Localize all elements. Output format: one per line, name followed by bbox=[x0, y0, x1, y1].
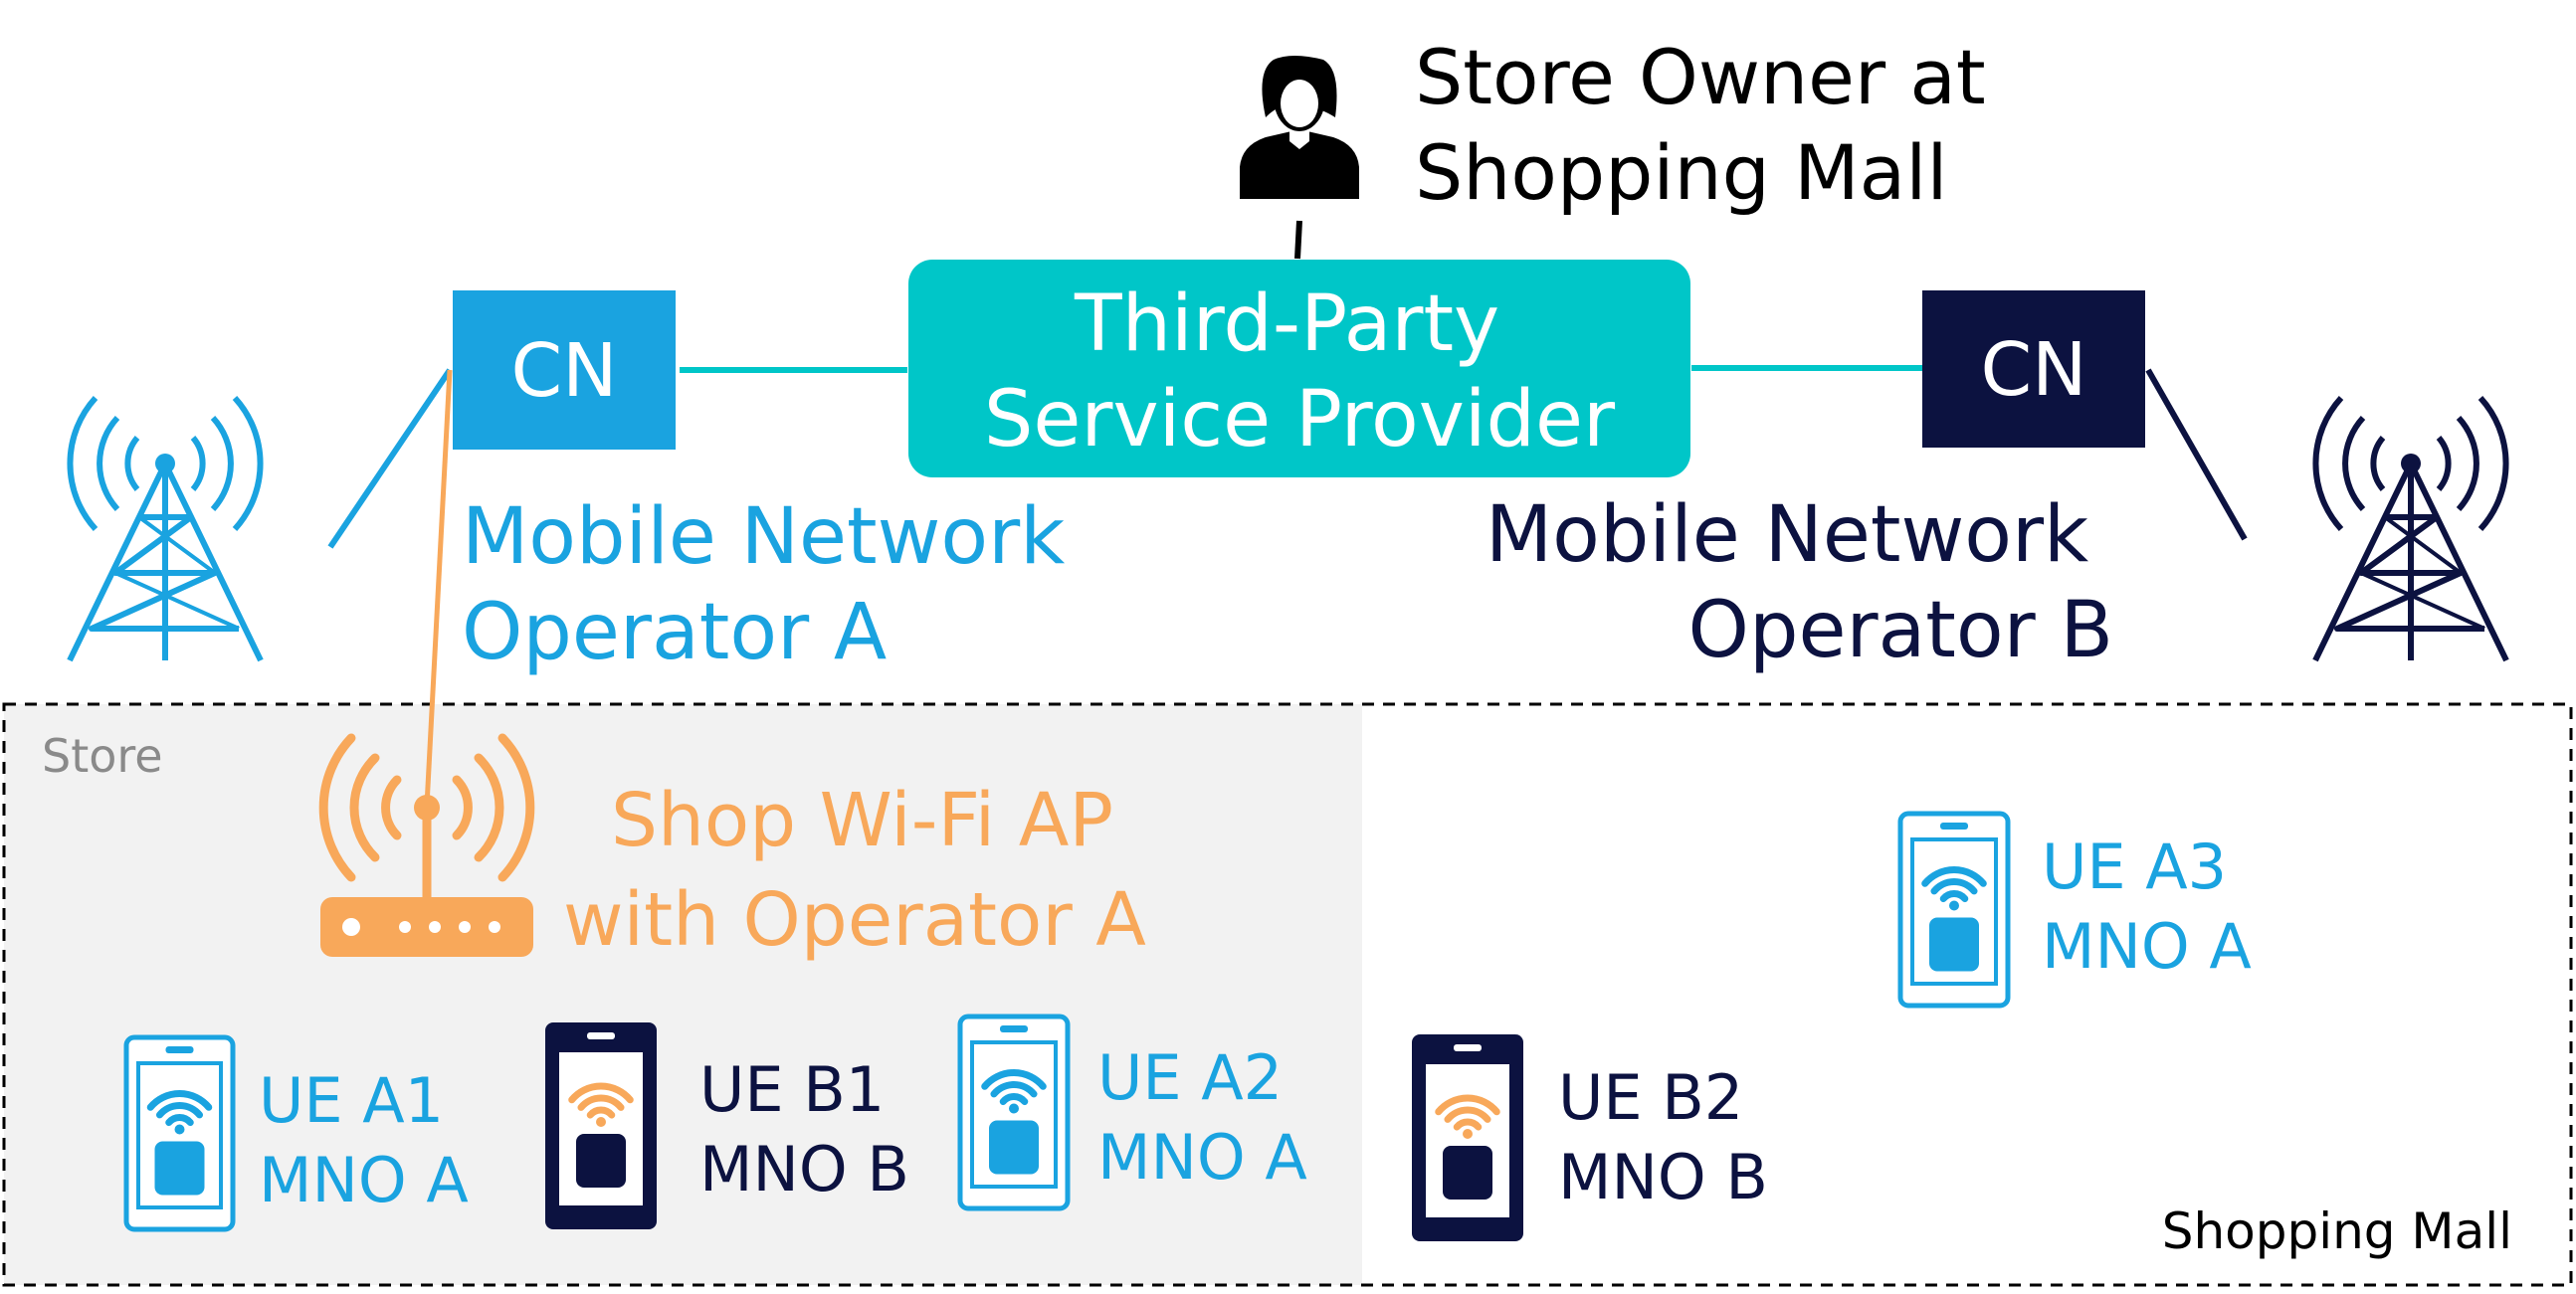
cn-b-label: CN bbox=[1980, 327, 2086, 413]
wifi-icon bbox=[146, 1090, 213, 1135]
wifi-icon bbox=[981, 1069, 1047, 1114]
cell-tower-a-icon bbox=[67, 395, 264, 662]
wifi-icon bbox=[1921, 866, 1987, 911]
operator-b-label: Mobile Network Operator B bbox=[1486, 490, 2113, 675]
cn-a-box bbox=[453, 290, 676, 450]
cn-a-label: CN bbox=[510, 328, 617, 414]
shopping-mall-label: Shopping Mall bbox=[2162, 1202, 2512, 1260]
app-icon bbox=[1929, 917, 1979, 972]
link-cn-b-tower-b bbox=[2145, 368, 2248, 541]
link-owner-provider bbox=[1294, 220, 1302, 260]
store-owner-label: Store Owner at Shopping Mall bbox=[1415, 33, 2010, 217]
third-party-provider-label: Third-Party Service Provider bbox=[984, 279, 1616, 464]
store-owner-icon bbox=[1240, 56, 1359, 199]
store-label: Store bbox=[42, 729, 163, 783]
app-icon bbox=[154, 1141, 205, 1196]
cell-tower-b-icon bbox=[2312, 395, 2509, 662]
wifi-access-point-label: Shop Wi-Fi AP with Operator A bbox=[563, 778, 1146, 963]
third-party-provider-box bbox=[908, 260, 1690, 477]
link-tower-a-cn-a bbox=[327, 368, 453, 549]
wifi-icon bbox=[568, 1082, 634, 1127]
wifi-icon bbox=[1435, 1094, 1500, 1139]
app-icon bbox=[576, 1134, 626, 1188]
shopping-mall-border bbox=[2, 702, 2573, 1287]
wifi-access-point-icon bbox=[318, 733, 535, 957]
app-icon bbox=[1443, 1146, 1492, 1200]
link-wifi-ap-cn-a bbox=[424, 369, 453, 807]
app-icon bbox=[989, 1120, 1039, 1175]
cn-b-box bbox=[1922, 290, 2145, 448]
operator-a-label: Mobile Network Operator A bbox=[462, 492, 1090, 677]
